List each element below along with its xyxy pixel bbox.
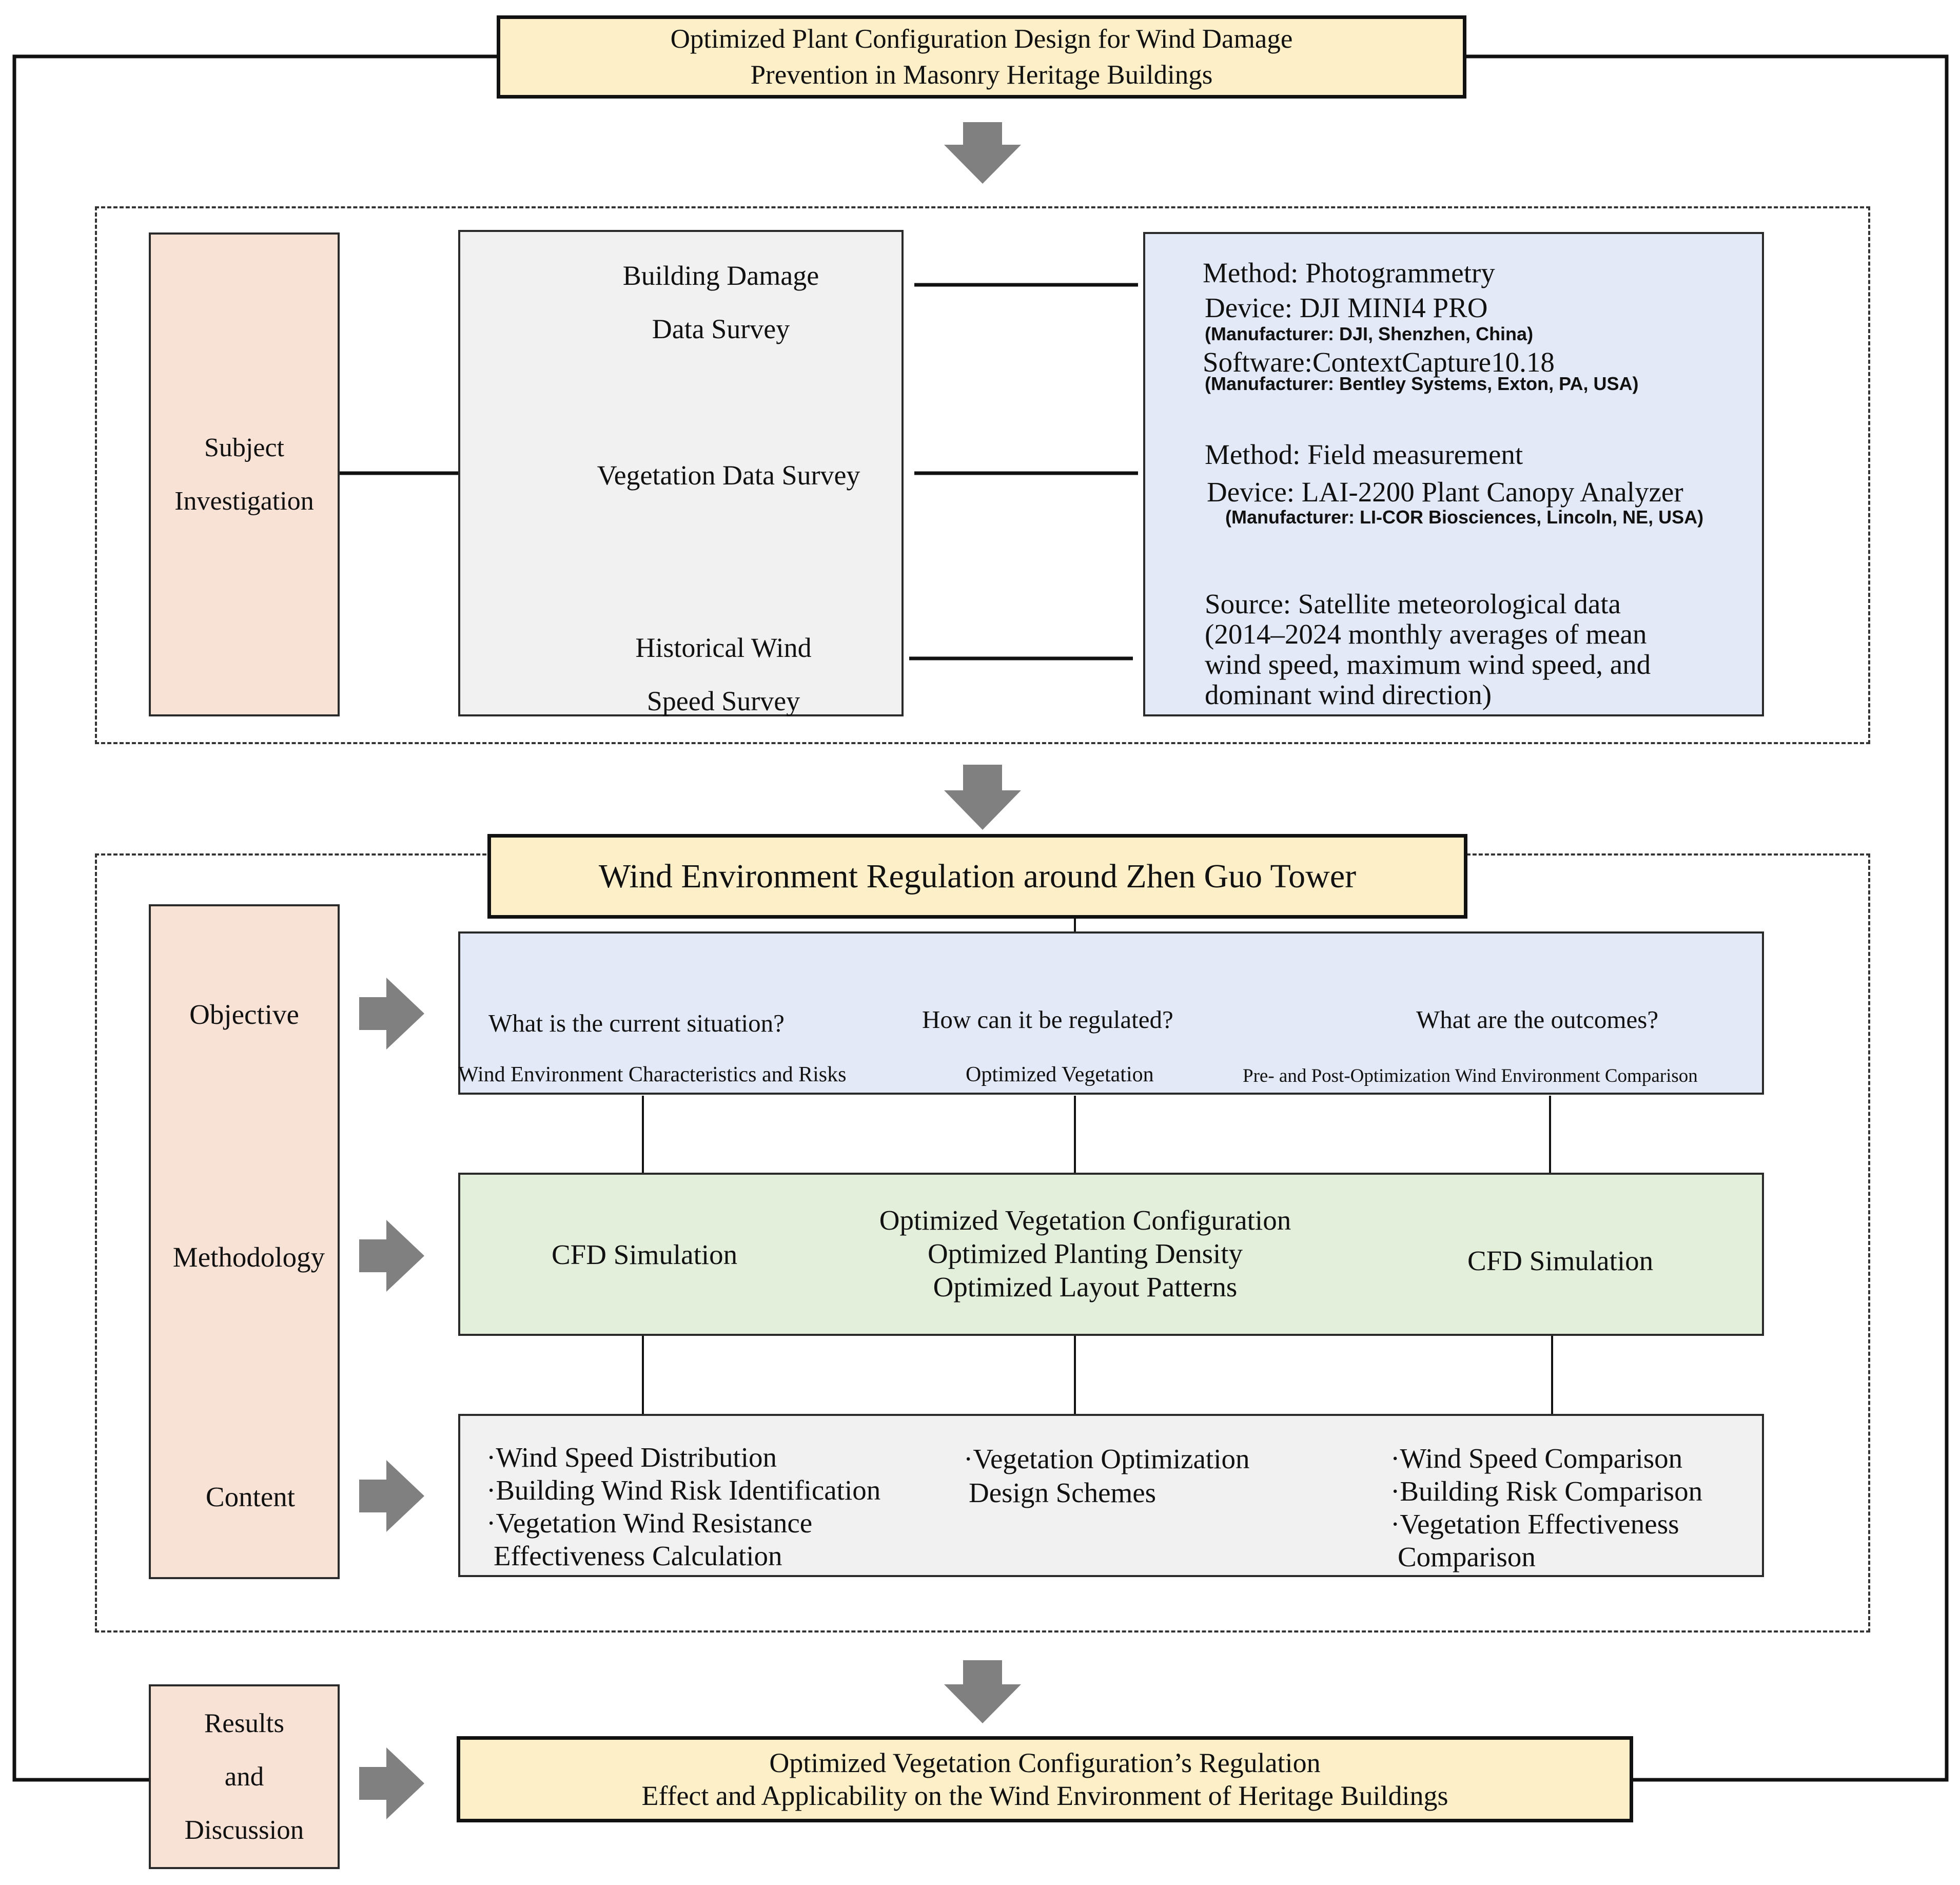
content-mid-list: ·Vegetation Optimization Design Schemes [964, 1442, 1250, 1510]
list-item: Design Schemes [969, 1477, 1157, 1508]
regulation-title-box: Wind Environment Regulation around Zhen … [487, 834, 1467, 919]
field-measurement-device-manufacturer: (Manufacturer: LI-COR Biosciences, Linco… [1225, 507, 1704, 528]
right-arrow-icon [359, 978, 424, 1050]
vegetation-survey-label: Vegetation Data Survey [597, 460, 860, 491]
list-item: ·Wind Speed Comparison [1390, 1443, 1683, 1474]
list-item: Effectiveness Calculation [494, 1540, 782, 1571]
field-measurement-method: Method: Field measurement [1205, 439, 1523, 470]
right-arrow-icon [359, 1460, 424, 1532]
methodology-label: Methodology [172, 1241, 325, 1273]
feedback-loop-line-right [1466, 54, 1949, 1782]
list-item: ·Wind Speed Distribution [486, 1442, 777, 1473]
photogrammetry-device: Device: DJI MINI4 PRO [1205, 292, 1488, 323]
results-line2: Effect and Applicability on the Wind Env… [641, 1780, 1448, 1811]
meteorological-source: Source: Satellite meteorological data (2… [1205, 588, 1651, 710]
list-item: Comparison [1398, 1541, 1536, 1572]
subject-investigation-label: Subject Investigation [149, 232, 340, 716]
regulation-labels-column [149, 904, 340, 1579]
feedback-loop-line [12, 54, 498, 1782]
results-discussion-label: Results and Discussion [149, 1684, 340, 1869]
down-arrow-icon [944, 765, 1021, 830]
list-item: ·Building Wind Risk Identification [486, 1474, 881, 1506]
content-box [458, 1414, 1764, 1577]
methods-box [1143, 232, 1764, 716]
photogrammetry-software: Software:ContextCapture10.18 [1203, 346, 1555, 378]
objective-question-outcomes: What are the outcomes? [1416, 1005, 1659, 1034]
list-item: ·Vegetation Wind Resistance [486, 1507, 813, 1539]
field-measurement-device: Device: LAI-2200 Plant Canopy Analyzer [1207, 476, 1683, 508]
subject-section-frame [95, 206, 1870, 744]
results-box: Optimized Vegetation Configuration’s Reg… [457, 1736, 1633, 1822]
content-left-list: ·Wind Speed Distribution ·Building Wind … [486, 1441, 880, 1572]
right-arrow-icon [359, 1747, 424, 1819]
main-title-line2: Prevention in Masonry Heritage Buildings [750, 60, 1213, 90]
methodology-optimization: Optimized Vegetation Configuration Optim… [879, 1204, 1291, 1303]
objective-answer-optimized-vegetation: Optimized Vegetation [966, 1063, 1154, 1086]
objective-label: Objective [189, 999, 299, 1030]
photogrammetry-device-manufacturer: (Manufacturer: DJI, Shenzhen, China) [1205, 323, 1534, 344]
main-title-line1: Optimized Plant Configuration Design for… [670, 24, 1293, 54]
list-item: ·Vegetation Effectiveness [1390, 1508, 1679, 1540]
survey-box [458, 230, 904, 716]
down-arrow-icon [944, 1660, 1021, 1723]
methodology-box [458, 1173, 1764, 1336]
list-item: ·Building Risk Comparison [1390, 1475, 1703, 1507]
main-title-box: Optimized Plant Configuration Design for… [497, 15, 1466, 99]
results-line1: Optimized Vegetation Configuration’s Reg… [769, 1747, 1321, 1778]
right-arrow-icon [359, 1220, 424, 1292]
building-damage-survey-label: Building Damage Data Survey [622, 260, 819, 344]
content-label: Content [205, 1481, 296, 1512]
objective-answer-characteristics: Wind Environment Characteristics and Ris… [458, 1063, 847, 1086]
list-item: ·Vegetation Optimization [964, 1443, 1250, 1474]
regulation-title: Wind Environment Regulation around Zhen … [598, 857, 1357, 895]
objective-answer-comparison: Pre- and Post-Optimization Wind Environm… [1243, 1065, 1698, 1086]
wind-speed-survey-label: Historical Wind Speed Survey [635, 632, 812, 716]
objective-question-regulated: How can it be regulated? [922, 1005, 1173, 1034]
photogrammetry-method: Method: Photogrammetry [1203, 257, 1495, 288]
objective-question-current: What is the current situation? [488, 1009, 785, 1037]
objective-box [458, 931, 1764, 1095]
methodology-cfd-right: CFD Simulation [1467, 1245, 1654, 1276]
photogrammetry-software-manufacturer: (Manufacturer: Bentley Systems, Exton, P… [1205, 373, 1639, 394]
methodology-cfd-left: CFD Simulation [552, 1239, 738, 1270]
content-right-list: ·Wind Speed Comparison ·Building Risk Co… [1390, 1442, 1702, 1573]
down-arrow-icon [944, 122, 1021, 184]
